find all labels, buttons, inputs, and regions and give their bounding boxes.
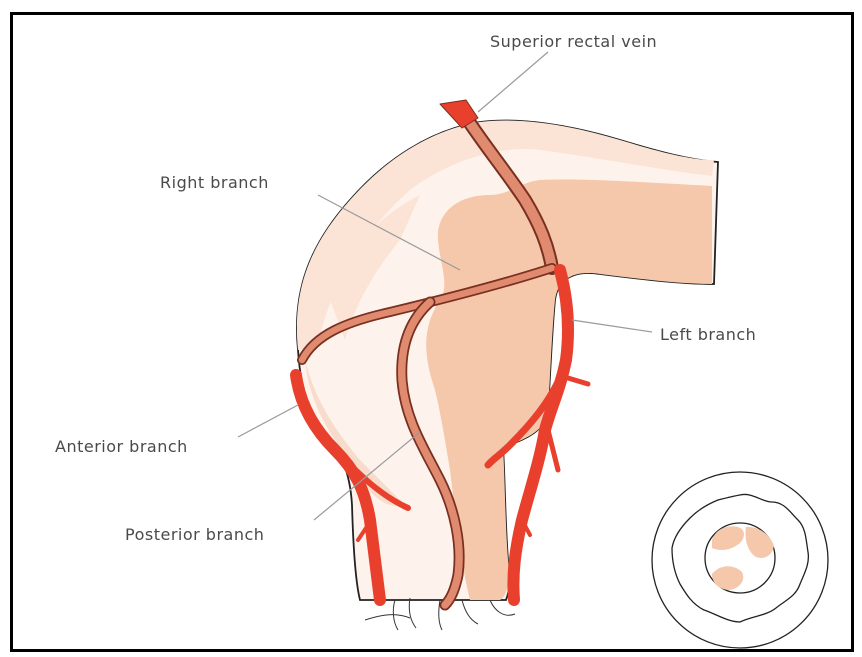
cross-section-inset [652, 472, 828, 648]
label-posterior-branch: Posterior branch [125, 525, 264, 544]
label-right-branch: Right branch [160, 173, 269, 192]
label-superior-rectal-vein: Superior rectal vein [490, 32, 657, 51]
label-left-branch: Left branch [660, 325, 756, 344]
anal-verge-lines [365, 598, 515, 630]
label-anterior-branch: Anterior branch [55, 437, 188, 456]
